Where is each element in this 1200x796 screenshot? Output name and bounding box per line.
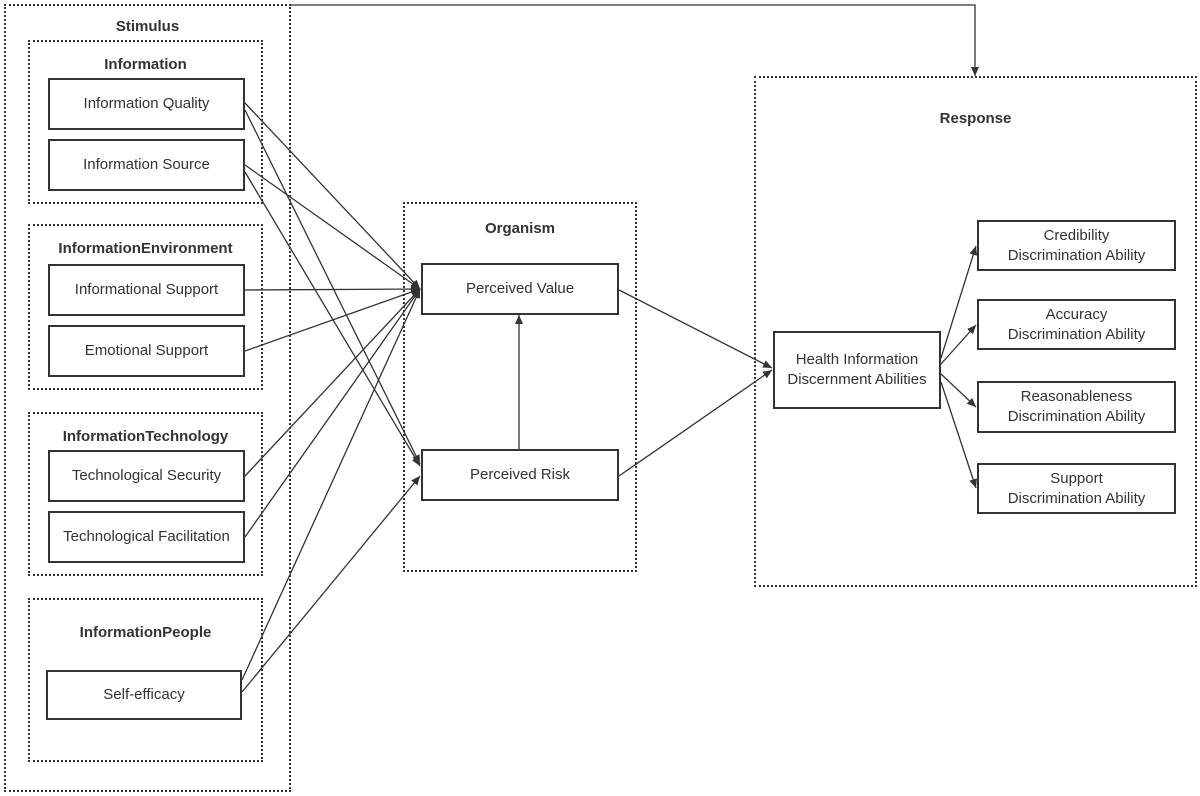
edge-discernment-to-accuracy — [940, 324, 977, 365]
information-environment-title: InformationEnvironment — [58, 240, 233, 257]
information-people-group: InformationPeople — [28, 598, 263, 762]
edge-discernment-to-credibility — [940, 245, 978, 359]
edge-quality-to-risk — [244, 109, 421, 465]
discernment-abilities-node: Health Information Discernment Abilities — [773, 331, 941, 409]
edge-quality-to-value — [244, 102, 421, 290]
edge-risk-to-discernment — [618, 369, 773, 477]
perceived-risk-node: Perceived Risk — [421, 449, 619, 501]
reasonableness-node: Reasonableness Discrimination Ability — [977, 381, 1176, 433]
edge-value-to-discernment — [618, 289, 773, 369]
response-title: Response — [939, 110, 1012, 127]
edge-discernment-to-reasonableness — [940, 373, 977, 408]
edge-security-to-value — [244, 288, 421, 477]
information-technology-title: InformationTechnology — [62, 428, 229, 445]
edge-selfefficacy-to-risk — [241, 475, 421, 693]
organism-group: Organism — [403, 202, 637, 572]
information-source-node: Information Source — [48, 139, 245, 191]
information-quality-node: Information Quality — [48, 78, 245, 130]
stimulus-title: Stimulus — [115, 18, 180, 35]
information-people-title: InformationPeople — [79, 624, 212, 641]
emotional-support-node: Emotional Support — [48, 325, 245, 377]
edge-infosupport-to-value — [244, 285, 421, 294]
organism-title: Organism — [484, 220, 556, 237]
perceived-value-node: Perceived Value — [421, 263, 619, 315]
credibility-node: Credibility Discrimination Ability — [977, 220, 1176, 271]
information-title: Information — [104, 56, 187, 73]
information-technology-group: InformationTechnology — [28, 412, 263, 576]
informational-support-node: Informational Support — [48, 264, 245, 316]
edge-selfefficacy-to-value — [241, 288, 421, 681]
information-environment-group: InformationEnvironment — [28, 224, 263, 390]
support-node: Support Discrimination Ability — [977, 463, 1176, 514]
edge-source-to-value — [244, 164, 421, 290]
accuracy-node: Accuracy Discrimination Ability — [977, 299, 1176, 350]
edge-facilitation-to-value — [244, 288, 421, 538]
self-efficacy-node: Self-efficacy — [46, 670, 242, 720]
response-group: Response — [754, 76, 1197, 587]
edge-discernment-to-support — [940, 381, 977, 489]
technological-facilitation-node: Technological Facilitation — [48, 511, 245, 563]
edge-source-to-risk — [244, 171, 421, 467]
stimulus-group: Stimulus — [4, 4, 291, 792]
edge-stimulus-to-response — [291, 4, 979, 76]
technological-security-node: Technological Security — [48, 450, 245, 502]
